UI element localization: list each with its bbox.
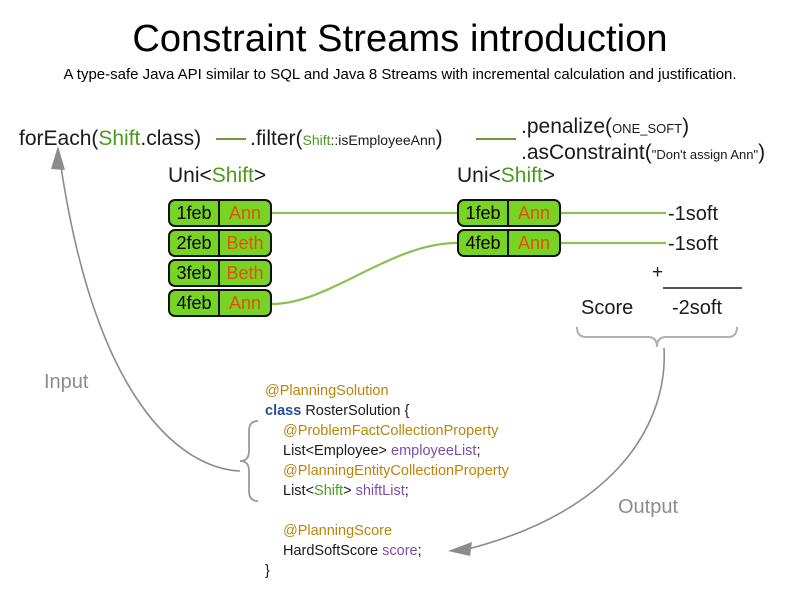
shift-employee: Beth xyxy=(226,262,264,283)
shift-date: 2feb xyxy=(170,231,220,255)
code-token-plain: List<Employee> xyxy=(283,443,392,459)
foreach-prefix: forEach( xyxy=(19,127,99,150)
page-title: Constraint Streams introduction xyxy=(132,18,668,60)
shift-date: 3feb xyxy=(170,261,220,285)
code-token-plain: } xyxy=(265,563,270,579)
uni-label-left: Uni<Shift> xyxy=(168,164,266,188)
penalize-prefix: .penalize( xyxy=(521,115,613,138)
code-brace xyxy=(239,420,259,502)
shift-box[interactable]: 3feb Beth xyxy=(168,259,272,287)
code-token-ann: @ProblemFactCollectionProperty xyxy=(283,423,499,439)
uni-right-type: Shift xyxy=(500,164,543,187)
code-line: @ProblemFactCollectionProperty xyxy=(265,421,509,441)
code-token-plain: ; xyxy=(476,443,481,459)
shift-date: 4feb xyxy=(459,231,509,255)
code-line: List<Shift> shiftList; xyxy=(265,481,509,501)
page-subtitle: A type-safe Java API similar to SQL and … xyxy=(63,66,737,83)
shift-box[interactable]: 1feb Ann xyxy=(457,199,561,227)
score-plus-sign: + xyxy=(652,262,664,283)
filter-prefix: .filter( xyxy=(250,127,303,150)
code-line: HardSoftScore score; xyxy=(265,541,509,561)
code-indent xyxy=(265,481,283,501)
shift-date: 4feb xyxy=(170,291,220,315)
uni-label-right: Uni<Shift> xyxy=(457,164,555,188)
code-token-kw: class xyxy=(265,403,306,419)
shift-employee: Ann xyxy=(517,232,551,253)
code-indent xyxy=(265,521,283,541)
code-token-plain: ; xyxy=(417,543,422,559)
filter-method: ::isEmployeeAnn xyxy=(330,132,436,148)
asconstraint-suffix: ) xyxy=(758,141,766,164)
asconstraint-expression: .asConstraint("Don't assign Ann") xyxy=(521,142,765,163)
uni-right-suffix: > xyxy=(542,164,556,187)
uni-left-prefix: Uni< xyxy=(168,164,212,187)
uni-right-prefix: Uni< xyxy=(457,164,501,187)
score-brace xyxy=(576,326,738,348)
shift-employee: Ann xyxy=(228,292,262,313)
shift-date: 1feb xyxy=(459,201,509,225)
filter-type: Shift xyxy=(302,132,331,148)
shift-date: 1feb xyxy=(170,201,220,225)
code-indent xyxy=(265,541,283,561)
penalize-suffix: ) xyxy=(682,115,690,138)
code-token-plain xyxy=(265,503,269,519)
stream-link-4feb xyxy=(271,241,458,306)
code-token-plain: RosterSolution { xyxy=(305,403,410,419)
code-line: @PlanningSolution xyxy=(265,381,509,401)
shift-employee: Ann xyxy=(517,202,551,223)
code-token-ann: @PlanningSolution xyxy=(265,383,389,399)
code-token-fld: shiftList xyxy=(355,483,405,499)
code-line xyxy=(265,501,509,521)
code-indent xyxy=(265,441,283,461)
output-flow-label: Output xyxy=(618,496,679,518)
code-token-fld: employeeList xyxy=(391,443,477,459)
shift-box[interactable]: 2feb Beth xyxy=(168,229,272,257)
shift-box[interactable]: 4feb Ann xyxy=(457,229,561,257)
penalize-expression: .penalize(ONE_SOFT) xyxy=(521,116,689,137)
code-token-ann: @PlanningEntityCollectionProperty xyxy=(283,463,509,479)
score-label: Score xyxy=(581,297,634,319)
code-token-fld: score xyxy=(382,543,418,559)
shift-box[interactable]: 1feb Ann xyxy=(168,199,272,227)
code-indent xyxy=(265,461,283,481)
code-token-typ: Shift xyxy=(314,483,344,499)
shift-employee: Ann xyxy=(228,202,262,223)
filter-expression: .filter(Shift::isEmployeeAnn) xyxy=(250,128,443,149)
shift-box[interactable]: 4feb Ann xyxy=(168,289,272,317)
penalty-value-1: -1soft xyxy=(668,203,719,225)
foreach-type: Shift xyxy=(98,127,141,150)
shift-employee: Beth xyxy=(226,232,264,253)
uni-left-type: Shift xyxy=(211,164,254,187)
foreach-expression: forEach(Shift.class) xyxy=(19,128,201,149)
filter-suffix: ) xyxy=(435,127,443,150)
score-total-value: -2soft xyxy=(672,297,723,319)
code-line: } xyxy=(265,561,509,581)
code-token-plain: ; xyxy=(404,483,409,499)
code-token-plain: HardSoftScore xyxy=(283,543,383,559)
code-token-plain: List< xyxy=(283,483,315,499)
uni-left-suffix: > xyxy=(253,164,267,187)
code-line: List<Employee> employeeList; xyxy=(265,441,509,461)
penalize-arg: ONE_SOFT xyxy=(612,121,683,136)
code-token-ann: @PlanningScore xyxy=(283,523,393,539)
code-line: @PlanningScore xyxy=(265,521,509,541)
asconstraint-arg: "Don't assign Ann" xyxy=(651,147,759,162)
code-indent xyxy=(265,421,283,441)
penalty-value-2: -1soft xyxy=(668,233,719,255)
input-flow-label: Input xyxy=(44,371,89,393)
code-line: class RosterSolution { xyxy=(265,401,509,421)
code-line: @PlanningEntityCollectionProperty xyxy=(265,461,509,481)
asconstraint-prefix: .asConstraint( xyxy=(521,141,652,164)
foreach-suffix: .class) xyxy=(140,127,202,150)
code-token-plain: > xyxy=(343,483,356,499)
